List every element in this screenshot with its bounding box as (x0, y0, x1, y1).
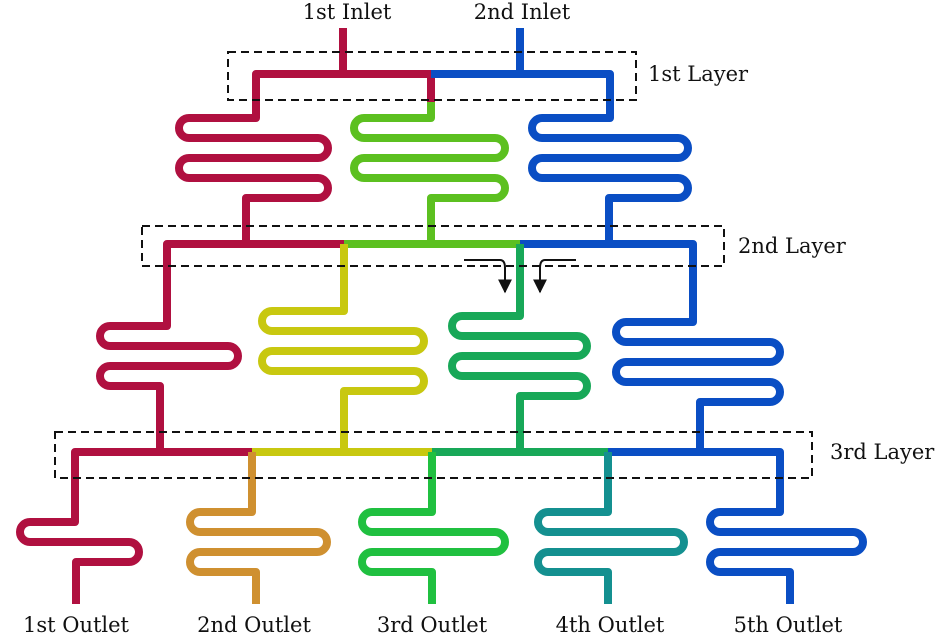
outlet-4-label: 4th Outlet (556, 613, 665, 637)
outlet-1-channel (16, 505, 143, 604)
outlet-5-channel (706, 505, 867, 604)
layer1-red-branch (252, 70, 435, 108)
outlet-4-channel (534, 452, 688, 604)
layer-2-box (141, 225, 725, 267)
layer-3-label: 3rd Layer (830, 440, 935, 464)
outlet-2-label: 2nd Outlet (197, 613, 311, 637)
layer3-blue-branch (608, 448, 784, 505)
layer2-blue-branch (520, 240, 697, 302)
layer2-red-branch (163, 240, 344, 302)
layer-2-label: 2nd Layer (738, 234, 847, 258)
layer-1-label: 1st Layer (648, 62, 749, 86)
layer-1-box (227, 51, 637, 101)
outlet-3-channel (358, 452, 509, 604)
serpentine-r2-blue (612, 302, 784, 448)
outlet-1-label: 1st Outlet (23, 613, 130, 637)
serpentine-r2-yellow (258, 302, 428, 448)
serpentine-r1-green (350, 102, 509, 240)
flow-arrow-left (464, 259, 512, 294)
inlet-1-label: 1st Inlet (303, 0, 392, 24)
serpentine-r2-green (448, 302, 591, 448)
outlet-3-label: 3rd Outlet (377, 613, 488, 637)
outlet-2-channel (186, 452, 331, 604)
inlet-2-label: 2nd Inlet (474, 0, 571, 24)
layer3-red-branch (71, 448, 252, 505)
serpentine-r1-red (175, 108, 332, 240)
layer-3-box (54, 431, 813, 479)
serpentine-r1-blue (528, 108, 692, 240)
layer1-blue-branch (431, 70, 614, 108)
outlet-5-label: 5th Outlet (734, 613, 843, 637)
flow-arrow-right (533, 259, 576, 294)
serpentine-r2-red (96, 302, 242, 448)
